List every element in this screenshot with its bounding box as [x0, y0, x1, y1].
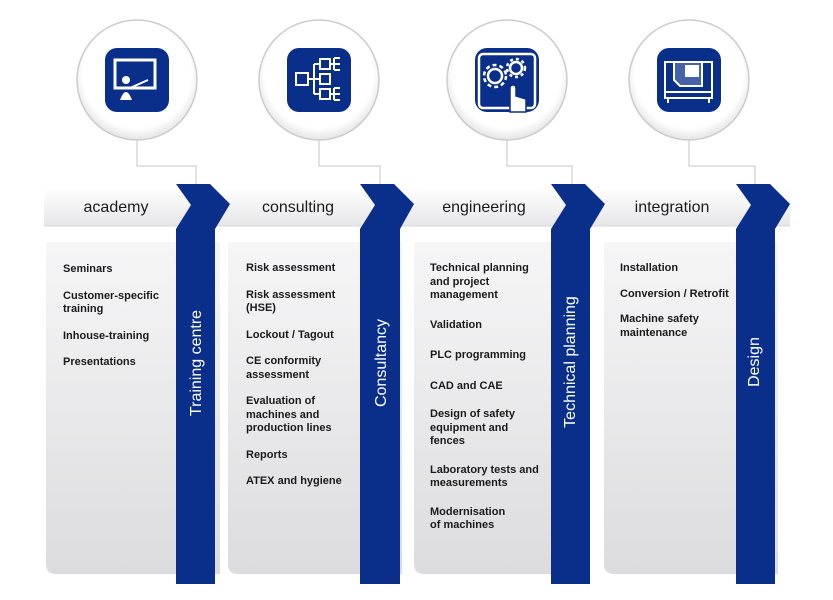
band-consulting	[360, 184, 414, 584]
icon-ring-consulting	[258, 19, 380, 141]
band-integration	[736, 184, 790, 584]
icon-ring-integration	[628, 19, 750, 141]
icon-ring-academy	[76, 19, 198, 141]
classroom-teacher-icon	[113, 58, 157, 100]
card-consulting	[228, 242, 402, 574]
blue-bands	[176, 184, 790, 584]
card-engineering	[414, 242, 588, 574]
content-cards	[46, 242, 778, 574]
card-integration	[604, 242, 778, 574]
tree-diagram-icon	[295, 57, 340, 101]
machine-icon	[664, 61, 713, 103]
connector-lines	[136, 139, 756, 184]
band-engineering	[551, 184, 605, 584]
gears-touch-icon	[477, 52, 537, 113]
header-strip	[44, 188, 790, 226]
icon-ring-engineering	[446, 19, 568, 141]
band-academy	[176, 184, 230, 584]
